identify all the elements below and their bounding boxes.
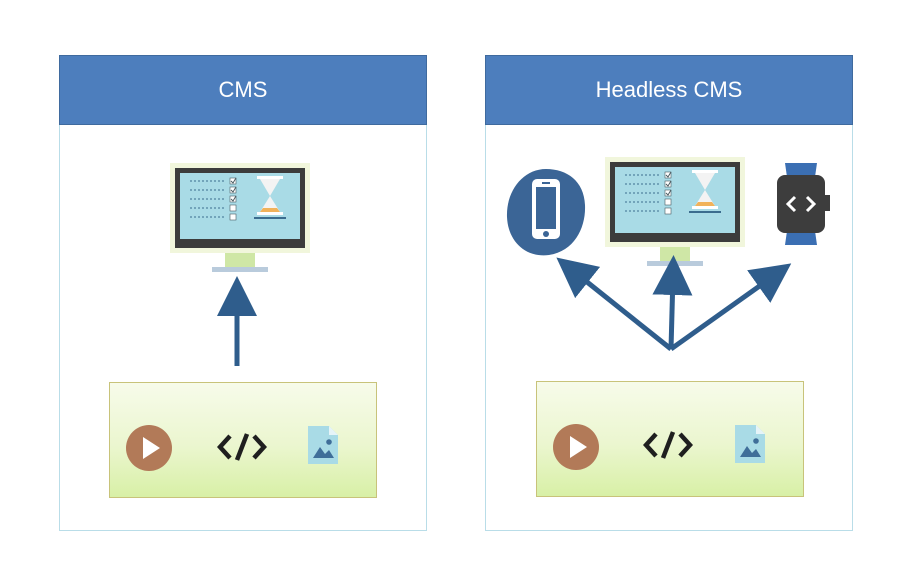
code-icon <box>643 430 693 460</box>
headless-cms-panel-title: Headless CMS <box>595 77 743 102</box>
headless-cms-panel-header: Headless CMS <box>485 55 853 125</box>
smartphone-icon <box>506 169 586 256</box>
smartwatch-icon <box>777 163 830 245</box>
cms-panel-header: CMS <box>59 55 427 125</box>
cms-panel-title: CMS <box>218 77 268 102</box>
play-icon <box>552 423 600 471</box>
image-file-icon <box>735 425 765 463</box>
